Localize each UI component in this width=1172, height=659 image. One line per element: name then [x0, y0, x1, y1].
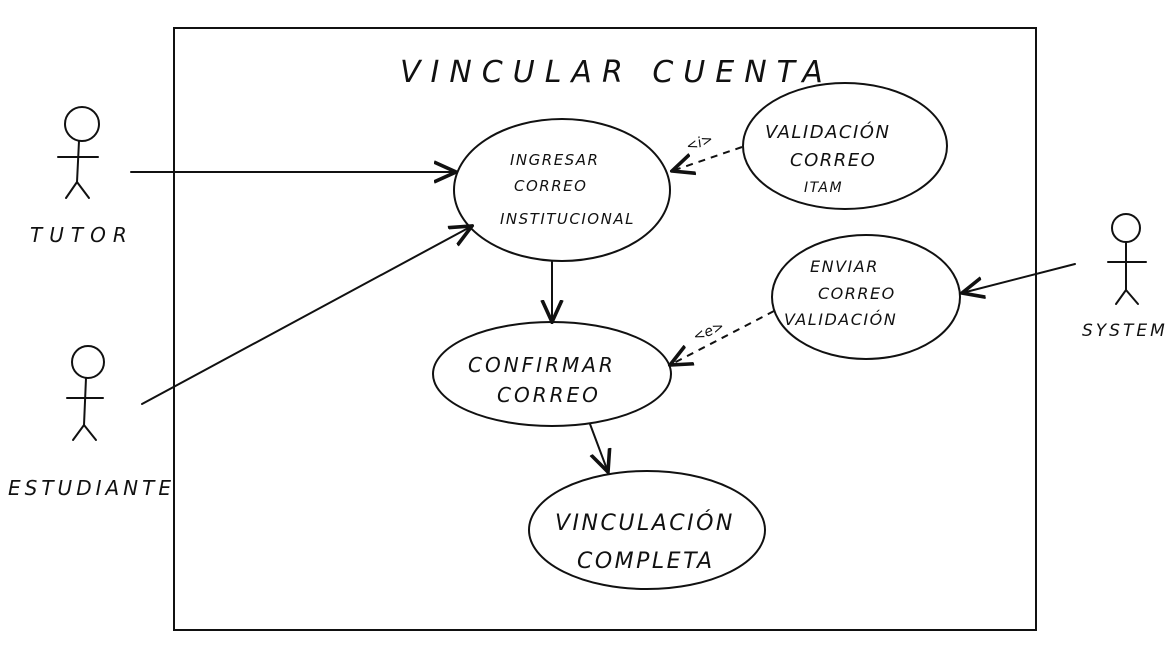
association-estudiante-ingresar	[141, 226, 472, 405]
actor-label-estudiante: ESTUDIANTE	[8, 476, 175, 500]
use-case-label: CONFIRMAR CORREO	[468, 353, 625, 407]
use-case-validacion-correo: VALIDACIÓN CORREO ITAM	[742, 82, 948, 210]
use-case-vinculacion-completa: VINCULACIÓN COMPLETA	[528, 470, 766, 590]
use-case-enviar-correo: ENVIAR CORREO VALIDACIÓN	[771, 234, 961, 360]
use-case-label: VINCULACIÓN COMPLETA	[555, 510, 744, 574]
diagram-title: VINCULAR CUENTA	[400, 55, 833, 90]
actor-system: SYSTEM	[1082, 213, 1168, 341]
system-boundary	[173, 27, 1037, 631]
stick-figure-icon	[57, 106, 100, 199]
stick-figure-icon	[66, 345, 105, 441]
extend-label: <e>	[691, 318, 727, 345]
flow-confirmar-vinculacion	[589, 423, 608, 472]
include-label: <i>	[684, 131, 715, 155]
association-system-enviar	[962, 263, 1076, 293]
use-case-label: ENVIAR CORREO VALIDACIÓN	[784, 257, 902, 329]
use-case-label: VALIDACIÓN CORREO ITAM	[765, 121, 898, 196]
actor-tutor: TUTOR	[30, 106, 134, 247]
use-case-confirmar-correo: CONFIRMAR CORREO	[432, 321, 672, 427]
include-validacion-ingresar	[672, 146, 743, 171]
actor-label-tutor: TUTOR	[30, 223, 134, 247]
actor-label-system: SYSTEM	[1082, 321, 1168, 341]
stick-figure-icon	[1107, 213, 1147, 305]
extend-enviar-confirmar	[670, 310, 775, 365]
use-case-label: INGRESAR CORREO INSTITUCIONAL	[500, 151, 635, 228]
use-case-ingresar-correo: INGRESAR CORREO INSTITUCIONAL	[453, 118, 671, 262]
actor-estudiante: ESTUDIANTE	[8, 345, 175, 500]
